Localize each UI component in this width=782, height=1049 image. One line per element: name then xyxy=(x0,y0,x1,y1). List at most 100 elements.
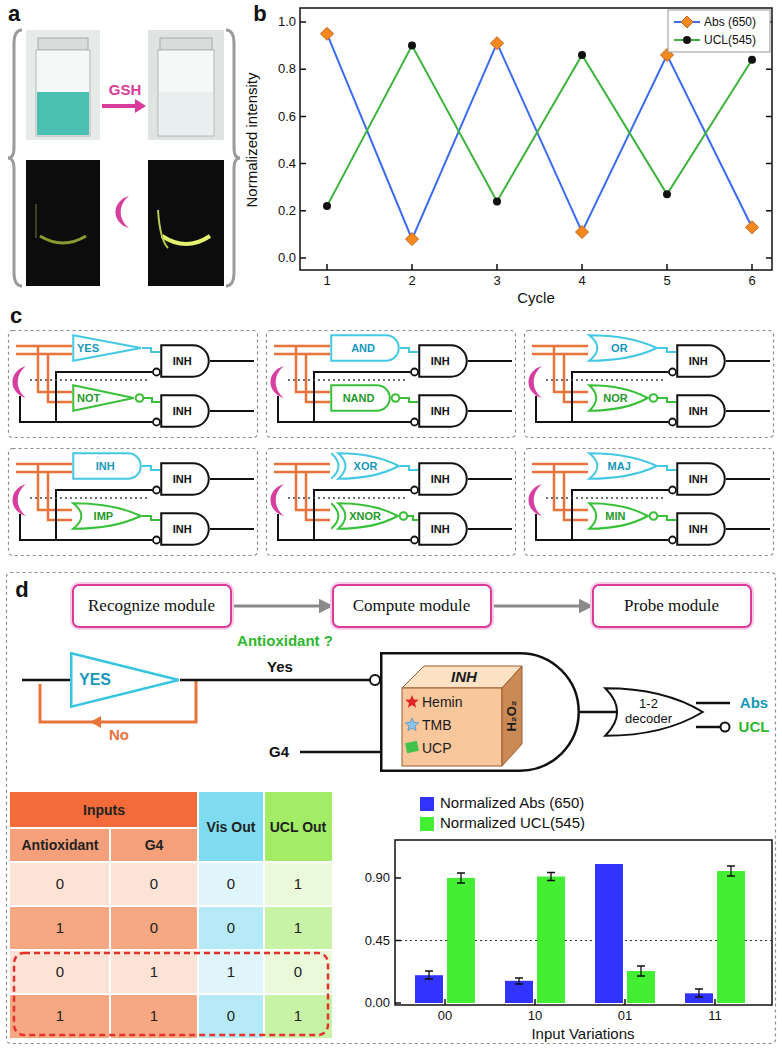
gate-panel xyxy=(525,449,774,556)
diamond-marker xyxy=(681,16,693,28)
gate-outline xyxy=(73,503,141,529)
gate-label: Recognize module xyxy=(88,596,215,616)
gate-outline xyxy=(331,453,399,479)
inh-gate-symbol xyxy=(380,652,580,772)
teal-solution xyxy=(37,92,89,135)
abs-bar xyxy=(595,864,623,1003)
gate-label: XNOR xyxy=(349,510,381,523)
ucl-bar xyxy=(537,877,565,1004)
connector xyxy=(408,516,418,520)
ucl-bar xyxy=(717,871,745,1003)
circle-marker xyxy=(663,190,671,198)
gate-outline xyxy=(331,503,398,529)
tick-label: 6 xyxy=(740,273,764,289)
inh-gate: INH xyxy=(160,462,210,496)
gate-panel xyxy=(267,449,516,556)
table-cell: 1 xyxy=(110,950,198,994)
inverter-bubble xyxy=(650,394,658,402)
cube-top xyxy=(402,666,522,688)
table-cell: 0 xyxy=(10,862,110,906)
tick-label: 3 xyxy=(485,273,509,289)
tick-label: 1 xyxy=(315,273,339,289)
tick-label: 5 xyxy=(655,273,679,289)
table-cell: 0 xyxy=(264,950,332,994)
inverter-bubble xyxy=(650,512,658,520)
circle-marker xyxy=(493,197,501,205)
logic-gate: YES xyxy=(72,334,142,362)
inh-gate: INH xyxy=(676,344,726,378)
logic-gate: XOR xyxy=(330,452,400,480)
logic-gate: MIN xyxy=(588,502,658,530)
connector xyxy=(658,348,676,352)
gate-label: YES xyxy=(79,671,111,689)
ucl-bar xyxy=(447,878,475,1003)
ucl-line xyxy=(327,46,752,207)
dashed-frame xyxy=(7,573,776,1044)
weak-glow xyxy=(40,236,86,243)
connector xyxy=(142,466,160,470)
table-cell: 0 xyxy=(110,906,198,950)
gate-label: INH xyxy=(431,405,450,418)
legend-swatch xyxy=(420,817,434,831)
vial xyxy=(158,50,214,136)
gate-outline xyxy=(73,335,141,361)
logic-gate: OR xyxy=(588,334,658,362)
gate-label: NAND xyxy=(343,392,375,405)
edge-label: Yes xyxy=(264,658,296,676)
tmb-star xyxy=(405,718,418,731)
gate-label: Compute module xyxy=(353,596,471,616)
logic-gate: MAJ xyxy=(588,452,658,480)
logic-gate: AND xyxy=(330,334,400,362)
gate-label: INH xyxy=(432,667,496,686)
clear-solution xyxy=(159,92,213,135)
table-cell: 1 xyxy=(10,906,110,950)
inh-gate: INH xyxy=(418,462,468,496)
input-wire xyxy=(22,679,70,682)
gate-outline xyxy=(677,345,725,377)
table-cell xyxy=(264,950,332,994)
table-cell xyxy=(10,950,198,994)
inverter-bubble xyxy=(136,394,144,402)
table-header: Antioxidant xyxy=(10,828,110,862)
logic-gate: NOR xyxy=(588,384,658,412)
module-box: Compute module xyxy=(332,584,492,628)
gate-label: MAJ xyxy=(608,460,631,473)
gate-panel xyxy=(9,331,258,438)
table-cell: 0 xyxy=(198,862,264,906)
gate-label: INH xyxy=(96,460,115,473)
gate-outline xyxy=(73,385,134,411)
table-cell xyxy=(198,994,264,1038)
diamond-marker xyxy=(406,233,419,246)
table-cell: 1 xyxy=(264,862,332,906)
table-cell xyxy=(198,792,264,862)
gate-label: Probe module xyxy=(624,596,719,616)
output-label: UCL xyxy=(734,717,774,737)
gate-label: INH xyxy=(431,473,450,486)
table-cell xyxy=(264,906,332,950)
gate-label: INH xyxy=(431,523,450,536)
plot-frame xyxy=(300,8,772,270)
tick-label: 0.90 xyxy=(352,870,390,886)
tick-label: 10 xyxy=(520,1008,550,1024)
photo-background xyxy=(148,30,224,140)
logic-gate: XNOR xyxy=(330,502,408,530)
table-cell xyxy=(264,994,332,1038)
gsh-arrowhead xyxy=(135,99,146,113)
tick-label: 0.45 xyxy=(352,933,390,949)
legend-text: Normalized Abs (650) xyxy=(440,794,640,812)
panel-letter: c xyxy=(4,302,28,330)
legend-text: UCL(545) xyxy=(704,33,770,47)
circle-marker xyxy=(408,42,416,50)
gate-outline xyxy=(677,395,725,427)
tick-label: 0.8 xyxy=(264,61,296,77)
diamond-marker xyxy=(491,37,504,50)
table-header: G4 xyxy=(110,828,198,862)
table-header: Inputs xyxy=(10,792,198,828)
gate-outline xyxy=(161,345,209,377)
reagent-label: TMB xyxy=(422,716,498,734)
connector xyxy=(144,398,160,402)
decoder-gate: 1-2 decoder xyxy=(604,687,704,737)
module-box: Probe module xyxy=(592,584,752,628)
